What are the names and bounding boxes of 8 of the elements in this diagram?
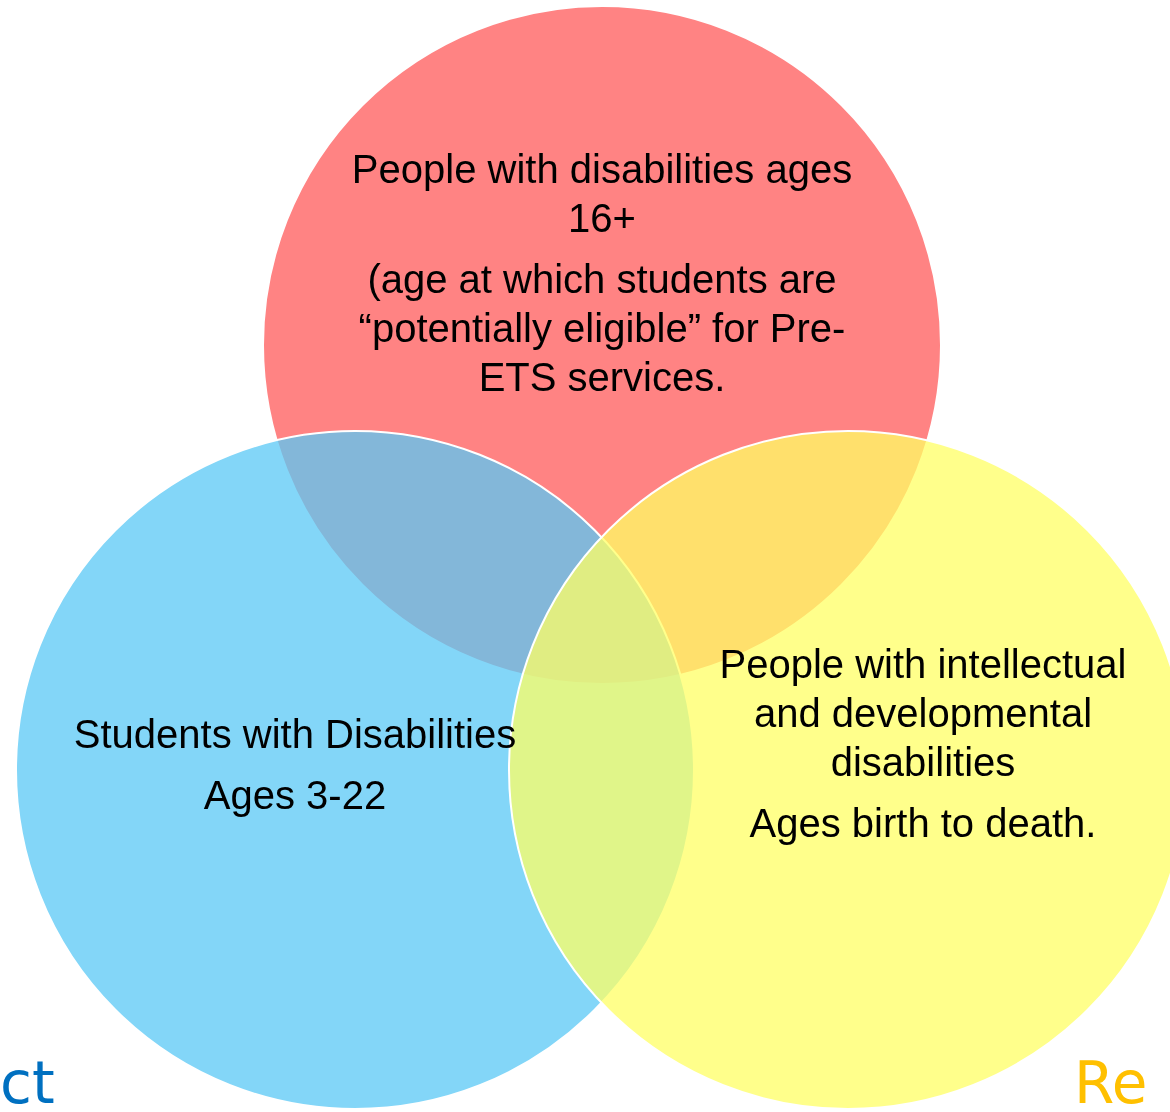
partial-heading-text: Re [1074,1052,1148,1112]
circle-heading: Students with Disabilities [72,711,518,758]
circle-heading: People with disabilities ages 16+ [350,146,854,242]
circle-heading: People with intellectual and developmental disabilities [718,641,1128,786]
circle-text: Ages birth to death. [748,800,1098,847]
circle-text: Ages 3-22 [202,772,388,819]
partial-heading-text: ct [0,1052,55,1112]
circle-text: (age at which students are “potentially eligible” for Pre-ETS services. [357,256,847,401]
